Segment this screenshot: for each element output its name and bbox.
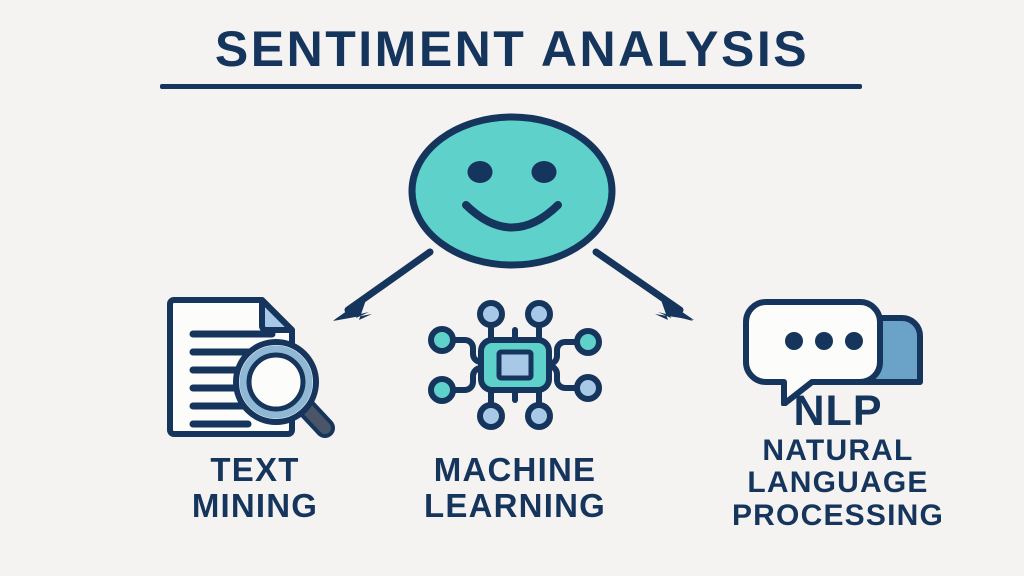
label-line: MINING [191, 486, 319, 524]
label-line: TEXT [210, 451, 300, 488]
label-line: LEARNING [424, 486, 606, 524]
column-label-machine-learning: MACHINE LEARNING [380, 452, 650, 523]
label-line: PROCESSING [731, 498, 945, 532]
column-machine-learning: MACHINE LEARNING [380, 300, 650, 523]
page-title-block: SENTIMENT ANALYSIS [0, 24, 1024, 74]
column-label-nlp: NATURAL LANGUAGE PROCESSING [688, 434, 988, 532]
column-nlp: NLP NATURAL LANGUAGE PROCESSING [688, 296, 988, 532]
smiley-face-icon [408, 113, 616, 269]
document-magnifier-icon [167, 297, 335, 438]
title-underline-rule [160, 84, 862, 89]
speech-bubbles-icon [743, 299, 923, 406]
label-line: NATURAL [762, 434, 914, 467]
page-title: SENTIMENT ANALYSIS [214, 21, 810, 77]
label-line: LANGUAGE [747, 466, 929, 500]
nlp-abbreviation: NLP [793, 387, 883, 435]
label-line: MACHINE [433, 451, 597, 488]
column-text-mining: TEXT MINING [120, 290, 390, 523]
column-label-text-mining: TEXT MINING [120, 452, 390, 523]
cpu-chip-network-icon [428, 300, 602, 430]
